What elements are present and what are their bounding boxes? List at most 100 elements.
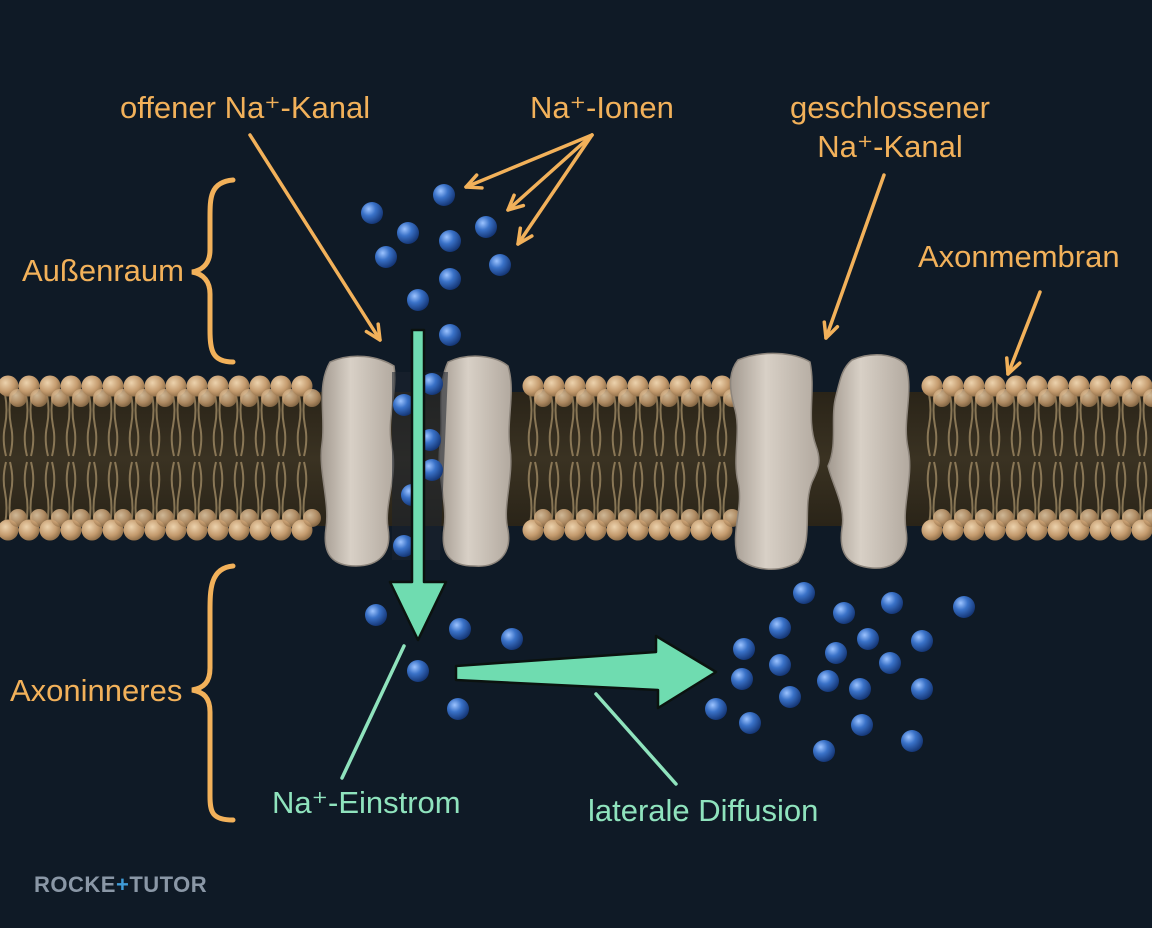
ions-leader-1 bbox=[464, 133, 594, 189]
lipid-tail bbox=[926, 393, 932, 457]
lipid-head bbox=[303, 509, 321, 527]
lipid-head bbox=[1143, 509, 1152, 527]
lipid-tail bbox=[134, 393, 140, 457]
lipid-tail bbox=[632, 461, 638, 525]
lipid-tail bbox=[716, 393, 722, 457]
lipid-tail bbox=[680, 393, 686, 457]
lipid-tail bbox=[254, 461, 260, 525]
lipid-tail bbox=[548, 461, 554, 525]
sodium-ion bbox=[501, 628, 523, 650]
sodium-ion bbox=[439, 324, 461, 346]
lipid-tail bbox=[1142, 393, 1148, 457]
sodium-ion bbox=[793, 582, 815, 604]
lipid-tails bbox=[2, 393, 1148, 525]
lipid-tail bbox=[632, 393, 638, 457]
lipid-tail bbox=[8, 393, 14, 457]
lipid-tail bbox=[1010, 393, 1016, 457]
lipid-tail bbox=[722, 393, 728, 457]
sodium-ion bbox=[849, 678, 871, 700]
lateral-diffusion-label: laterale Diffusion bbox=[588, 793, 819, 828]
lipid-tail bbox=[947, 461, 953, 525]
lipid-tail bbox=[23, 461, 29, 525]
lipid-tail bbox=[107, 461, 113, 525]
lipid-tail bbox=[44, 393, 50, 457]
lipid-tail bbox=[659, 393, 665, 457]
sodium-ion bbox=[439, 230, 461, 252]
sodium-ion bbox=[739, 712, 761, 734]
lipid-tail bbox=[1037, 393, 1043, 457]
lipid-tail bbox=[1136, 461, 1142, 525]
sodium-ion bbox=[769, 654, 791, 676]
lipid-tail bbox=[695, 393, 701, 457]
lipid-tail bbox=[695, 461, 701, 525]
sodium-ion bbox=[433, 184, 455, 206]
lipid-tail bbox=[1052, 393, 1058, 457]
lipid-tail bbox=[674, 393, 680, 457]
open-channel-left-subunit bbox=[320, 355, 396, 567]
membrane-leader-head bbox=[1005, 356, 1022, 376]
sodium-ion bbox=[911, 678, 933, 700]
open-channel-label: offener Na⁺-Kanal bbox=[120, 90, 371, 125]
sodium-ion bbox=[489, 254, 511, 276]
lipid-tail bbox=[254, 393, 260, 457]
lipid-tail bbox=[974, 393, 980, 457]
lipid-tail bbox=[638, 393, 644, 457]
lipid-tail bbox=[212, 393, 218, 457]
lipid-tail bbox=[197, 393, 203, 457]
lipid-tail bbox=[527, 393, 533, 457]
lipid-tail bbox=[1073, 461, 1079, 525]
brand-logo-left: ROCKE bbox=[34, 872, 116, 897]
sodium-ion bbox=[779, 686, 801, 708]
lipid-tail bbox=[653, 461, 659, 525]
lipid-tail bbox=[296, 461, 302, 525]
lipid-tail bbox=[1016, 393, 1022, 457]
sodium-ion bbox=[817, 670, 839, 692]
sodium-ion bbox=[393, 394, 415, 416]
sodium-ion bbox=[953, 596, 975, 618]
lipid-head bbox=[1143, 389, 1152, 407]
sodium-ion bbox=[375, 246, 397, 268]
lipid-tail bbox=[86, 393, 92, 457]
lipid-tail bbox=[71, 393, 77, 457]
sodium-ion bbox=[407, 289, 429, 311]
sodium-ion bbox=[421, 373, 443, 395]
inside-label: Axoninneres bbox=[10, 673, 183, 708]
lipid-tail bbox=[29, 393, 35, 457]
sodium-ion bbox=[881, 592, 903, 614]
sodium-ion bbox=[447, 698, 469, 720]
lipid-tail bbox=[212, 461, 218, 525]
lipid-tail bbox=[2, 393, 8, 457]
lipid-tail bbox=[275, 461, 281, 525]
sodium-ion bbox=[361, 202, 383, 224]
sodium-ion bbox=[813, 740, 835, 762]
lipid-tail bbox=[716, 461, 722, 525]
lipid-heads bbox=[0, 375, 1152, 541]
lipid-tail bbox=[191, 393, 197, 457]
lipid-tail bbox=[260, 393, 266, 457]
lipid-tail bbox=[1100, 393, 1106, 457]
sodium-ion bbox=[825, 642, 847, 664]
lipid-tail bbox=[617, 393, 623, 457]
lipid-tail bbox=[968, 461, 974, 525]
lipid-tail bbox=[128, 461, 134, 525]
lipid-tail bbox=[107, 393, 113, 457]
lipid-tail bbox=[995, 393, 1001, 457]
lipid-tail bbox=[1073, 393, 1079, 457]
lipid-tail bbox=[989, 461, 995, 525]
lipid-tail bbox=[1115, 393, 1121, 457]
sodium-ion bbox=[365, 604, 387, 626]
lipid-tail bbox=[191, 461, 197, 525]
sodium-ion bbox=[393, 535, 415, 557]
sodium-ion bbox=[731, 668, 753, 690]
lipid-tail bbox=[1094, 461, 1100, 525]
closed-channel-label-line2: Na⁺-Kanal bbox=[817, 129, 963, 164]
lipid-tail bbox=[149, 461, 155, 525]
lipid-tail bbox=[239, 393, 245, 457]
lipid-tail bbox=[569, 393, 575, 457]
lipid-tail bbox=[590, 393, 596, 457]
sodium-ion bbox=[911, 630, 933, 652]
closed-channel-right-subunit bbox=[827, 354, 911, 569]
lipid-tail bbox=[1115, 461, 1121, 525]
brand-logo: ROCKE+TUTOR bbox=[34, 872, 207, 898]
